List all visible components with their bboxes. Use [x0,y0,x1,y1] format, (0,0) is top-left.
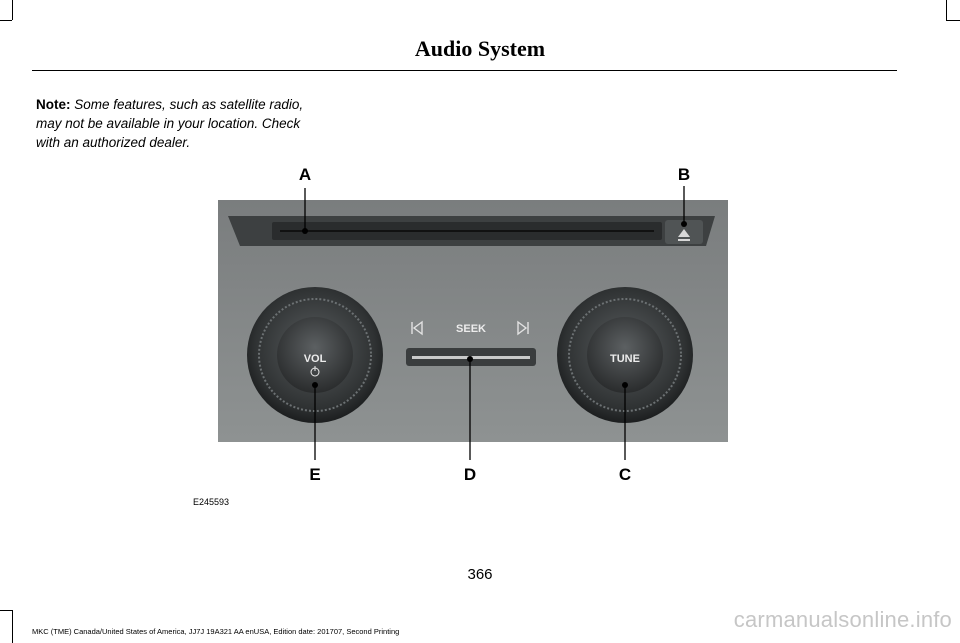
figure-id: E245593 [193,497,230,507]
watermark: carmanualsonline.info [733,607,952,632]
vol-knob-ring [258,298,372,412]
crop-mark-top-left-v [12,0,13,20]
eject-icon-bar [678,239,690,241]
crop-mark-bottom-left-v [12,610,13,643]
audio-panel-illustration: VOL TUNE SEEK [218,186,728,460]
crop-mark-bottom-left-h [0,610,12,611]
eject-icon [678,229,690,237]
leader-d-dot [467,356,473,362]
tune-knob-inner [587,317,663,393]
tune-label: TUNE [610,353,640,365]
footer-text: MKC (TME) Canada/United States of Americ… [32,627,400,636]
crop-mark-top-right-v [946,0,947,20]
note-label: Note: [36,97,71,112]
leader-b-dot [681,221,687,227]
cd-slot-opening [280,230,654,232]
leader-e-dot [312,382,318,388]
page-title: Audio System [414,36,546,61]
leader-a-dot [302,228,308,234]
callout-d: D [463,465,477,484]
callout-e: E [309,465,321,484]
header-rule [32,70,897,71]
vol-label: VOL [304,353,327,365]
vol-knob-inner [277,317,353,393]
note-text: Some features, such as satellite radio, … [36,97,304,150]
seek-forward-icon [517,320,529,336]
tune-knob-ring [568,298,682,412]
callout-b: B [677,165,691,184]
callout-c: C [618,465,632,484]
crop-mark-top-right-h [946,20,960,21]
leader-c-dot [622,382,628,388]
crop-mark-top-left-h [0,20,12,21]
audio-panel-figure: VOL TUNE SEEK A B C D E [210,160,750,510]
page-number: 366 [467,566,493,583]
seek-label: SEEK [456,323,486,335]
seek-back-icon [411,320,423,336]
callout-a: A [298,165,312,184]
note-paragraph: Note: Some features, such as satellite r… [36,95,326,152]
